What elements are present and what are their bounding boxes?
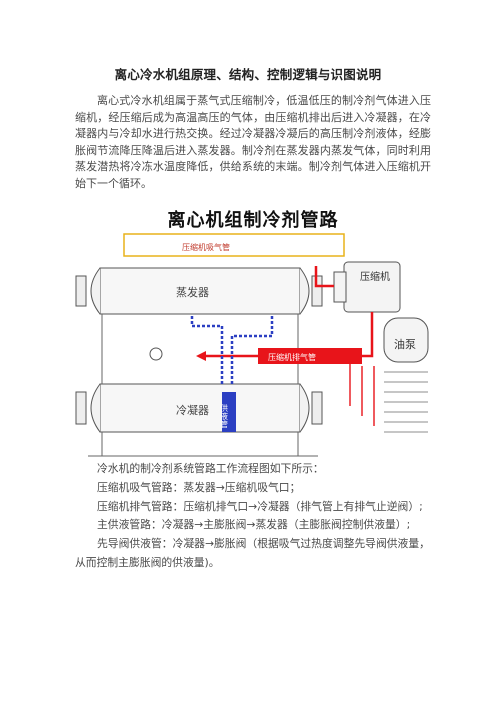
oil-pump-label: 油泵 (394, 337, 416, 351)
suction-pipe (314, 266, 334, 288)
evaporator (75, 267, 323, 315)
main-liquid-pipe (230, 314, 274, 384)
legend (384, 371, 428, 433)
evaporator-label: 蒸发器 (176, 285, 209, 299)
flow-description: 冷水机的制冷剂系统管路工作流程图如下所示： 压缩机吸气管路：蒸发器→压缩机吸气口… (75, 460, 435, 573)
oil-pump (383, 317, 429, 363)
discharge-label-bg (258, 348, 362, 364)
intro-paragraph: 离心式冷水机组属于蒸气式压缩制冷，低温低压的制冷剂气体进入压缩机，经压缩后成为高… (75, 94, 431, 190)
refrigerant-pipe-diagram: 离心机组制冷剂管路 压缩机吸气管 蒸发器 冷凝器 (72, 206, 434, 466)
suction-label-frame (123, 233, 345, 257)
compressor (333, 261, 401, 313)
compressor-label: 压缩机 (360, 270, 390, 283)
condenser (75, 383, 323, 433)
flow-intro: 冷水机的制冷剂系统管路工作流程图如下所示： (97, 462, 324, 475)
supply-pipe-label: 供液管 (220, 403, 229, 429)
document-title: 离心冷水机组原理、结构、控制逻辑与识图说明 (114, 67, 382, 82)
diagram-title: 离心机组制冷剂管路 (167, 210, 339, 231)
supply-pipe-box (222, 392, 236, 432)
discharge-pipe-label: 压缩机排气管 (268, 352, 316, 362)
discharge-arrowhead (196, 351, 206, 361)
pilot-liquid-pipe (190, 314, 224, 384)
flow-main-liquid: 主供液管路：冷凝器→主膨胀阀→蒸发器（主膨胀阀控制供液量）; (97, 518, 411, 532)
suction-pipe-label: 压缩机吸气管 (182, 242, 230, 252)
diagram-drawing: 压缩机吸气管 蒸发器 冷凝器 (75, 233, 429, 457)
condenser-label: 冷凝器 (176, 403, 209, 417)
flow-discharge: 压缩机排气管路：压缩机排气口→冷凝器（排气管上有排气止逆阀）; (97, 499, 423, 513)
expansion-valve-icon (149, 347, 163, 361)
flow-suction: 压缩机吸气管路：蒸发器→压缩机吸气口； (97, 480, 301, 494)
flow-pilot-liquid: 先导阀供液管：冷凝器→膨胀阀（根据吸气过热度调整先导阀供液量，从而控制主膨胀阀的… (75, 537, 430, 569)
right-arrows (349, 356, 375, 426)
